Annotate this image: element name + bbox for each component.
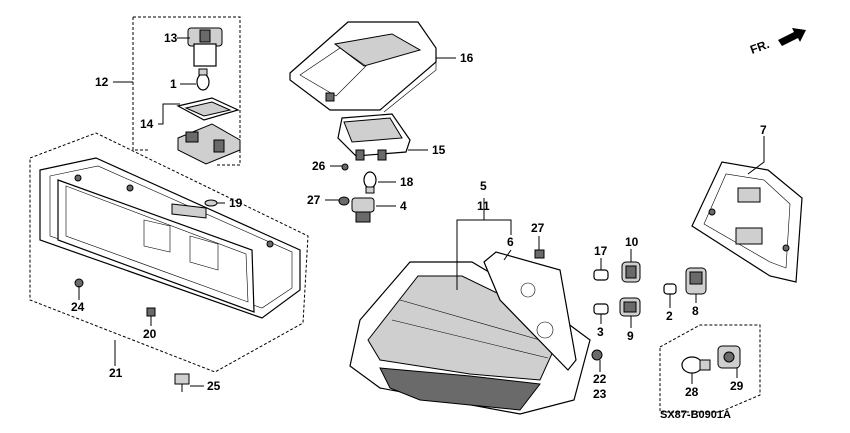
group-box-bulbs xyxy=(659,324,761,413)
socket-29-icon xyxy=(717,345,741,369)
callout-7: 7 xyxy=(760,123,767,137)
callout-6: 6 xyxy=(507,235,514,249)
stop-light-housing-icon xyxy=(337,113,411,161)
lens-14-icon xyxy=(176,97,240,121)
socket-8-icon xyxy=(685,267,707,295)
callout-2: 2 xyxy=(666,309,673,323)
direction-label: FR. xyxy=(748,37,771,57)
callout-18: 18 xyxy=(400,175,414,189)
callout-8: 8 xyxy=(692,304,699,318)
callout-5: 5 xyxy=(480,179,487,193)
callout-1: 1 xyxy=(170,77,177,91)
nut-27b-icon xyxy=(534,249,545,259)
screw-26-icon xyxy=(341,163,349,171)
callout-16: 16 xyxy=(460,51,474,65)
seal-27a-icon xyxy=(338,196,350,206)
callout-4: 4 xyxy=(400,199,407,213)
callout-27-left: 27 xyxy=(307,193,321,207)
group-box-garnish xyxy=(29,132,309,373)
leader-lines xyxy=(78,37,765,387)
callout-12: 12 xyxy=(95,75,109,89)
front-direction-arrow-icon xyxy=(778,28,806,46)
callout-15: 15 xyxy=(432,143,446,157)
group-box-license-light xyxy=(132,16,241,166)
bulb-3-icon xyxy=(593,303,609,315)
socket-10-icon xyxy=(621,261,641,283)
callout-29: 29 xyxy=(730,379,744,393)
socket-plate-icon xyxy=(691,161,803,283)
nut-20-icon xyxy=(146,307,156,317)
callout-24: 24 xyxy=(71,300,85,314)
license-garnish-icon xyxy=(39,157,301,319)
callout-22: 22 xyxy=(593,372,607,386)
socket-13-icon xyxy=(187,27,223,67)
socket-4-icon xyxy=(351,197,375,223)
clip-25-icon xyxy=(174,373,190,392)
callout-21: 21 xyxy=(109,366,123,380)
clip-19-icon xyxy=(204,199,218,207)
callout-20: 20 xyxy=(143,327,157,341)
callout-13: 13 xyxy=(164,31,178,45)
callout-28: 28 xyxy=(685,385,699,399)
callout-25: 25 xyxy=(207,379,221,393)
gasket-icon xyxy=(483,251,577,371)
callout-26: 26 xyxy=(312,159,326,173)
high-mount-stop-light-icon xyxy=(289,21,437,113)
callout-3: 3 xyxy=(597,325,604,339)
screw-22-icon xyxy=(591,349,603,361)
callout-17: 17 xyxy=(594,244,608,258)
bulb-2-icon xyxy=(663,283,677,295)
callout-19: 19 xyxy=(229,196,243,210)
callout-11: 11 xyxy=(477,199,490,213)
callout-10: 10 xyxy=(625,235,639,249)
callout-14: 14 xyxy=(140,117,154,131)
bulb-18-icon xyxy=(363,171,377,194)
bulb-1-icon xyxy=(196,68,210,91)
callout-9: 9 xyxy=(627,329,634,343)
callout-27-right: 27 xyxy=(531,221,545,235)
screw-24-icon xyxy=(74,278,84,293)
bulb-17-icon xyxy=(593,269,609,281)
callout-23: 23 xyxy=(593,387,607,401)
bulb-28-icon xyxy=(681,356,711,374)
housing-14-icon xyxy=(177,123,241,165)
socket-9-icon xyxy=(619,297,641,317)
diagram-code: SX87-B0901A xyxy=(660,409,731,421)
